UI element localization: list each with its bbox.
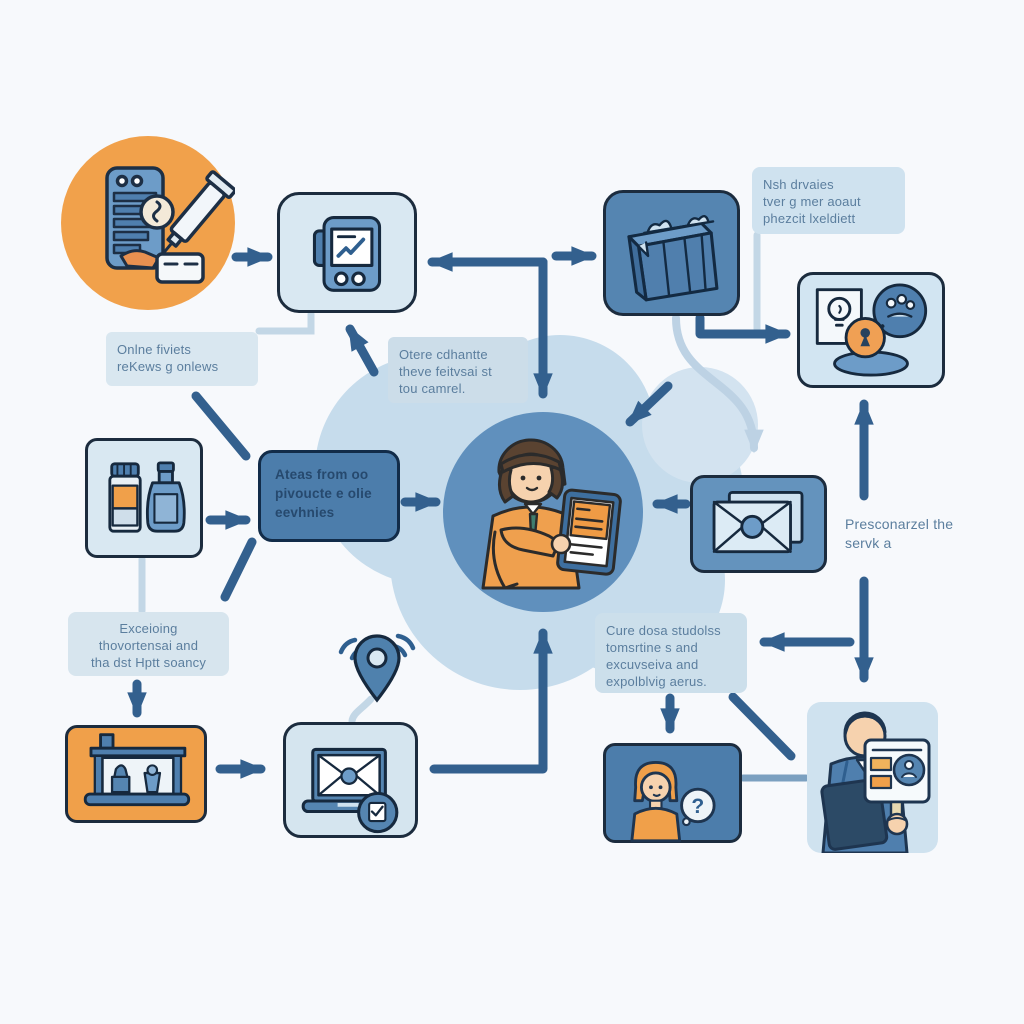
note-line: phezcit lxeldiett xyxy=(763,211,856,227)
note-line: Otere cdhantte xyxy=(399,347,488,362)
note-line: theve feitvsai st xyxy=(399,364,492,380)
payment-terminal-check-icon xyxy=(312,216,382,292)
woman-reading-tablet-icon xyxy=(481,438,622,590)
node-package xyxy=(603,190,740,316)
node-terminal xyxy=(277,192,417,313)
note-line: expolblvig aerus. xyxy=(606,674,707,690)
note-line: Exceioing xyxy=(119,621,178,636)
flow-arrows xyxy=(127,246,874,782)
node-alerts-line: eevhnies xyxy=(275,504,335,520)
envelopes-icon xyxy=(712,491,804,554)
note-personalize: Presconarzel the servk a xyxy=(845,515,1015,553)
note-exceptions: Exceioing thovortensai and tha dst Hptt … xyxy=(68,612,229,676)
note-line: reKews g onlews xyxy=(117,359,219,375)
note-online-reviews: Onlne fiviets reKews g onlews xyxy=(106,332,258,386)
question-mark: ? xyxy=(691,795,704,818)
node-alerts-line: pivoucte e olie xyxy=(275,485,372,501)
man-id-card-icon xyxy=(820,711,931,855)
node-mail xyxy=(690,475,827,573)
node-id-person xyxy=(807,702,938,855)
pharmacy-kiosk-syringe-icon xyxy=(105,166,237,284)
node-alerts-line: Ateas from oo xyxy=(275,467,369,482)
note-case-studies: Cure dosa studolss tomsrtine s and excuv… xyxy=(595,613,747,693)
dispensing-machine-icon xyxy=(83,733,191,807)
note-line: tou camrel. xyxy=(399,381,466,397)
node-alerts: Ateas from oo pivoucte e olie eevhnies xyxy=(258,450,400,542)
node-laptop-mail xyxy=(283,722,418,838)
node-medicines xyxy=(85,438,203,558)
note-line: tver g mer aoaut xyxy=(763,194,861,210)
node-insight xyxy=(797,272,945,388)
note-line: excuvseiva and xyxy=(606,657,699,673)
note-care-chat: Otere cdhantte theve feitvsai st tou cam… xyxy=(388,337,528,403)
pale-curved-arrow xyxy=(672,314,764,454)
node-pharmacy-badge xyxy=(61,136,237,310)
node-factory xyxy=(65,725,207,823)
shopping-bag-icon xyxy=(627,214,719,302)
location-pin-signal-icon xyxy=(338,633,416,703)
woman-question-icon: ? xyxy=(630,760,716,843)
note-deliveries: Nsh drvaies tver g mer aoaut phezcit lxe… xyxy=(752,167,905,234)
lightbulb-lock-magnifier-icon xyxy=(815,283,928,377)
pale-connectors xyxy=(138,231,764,725)
note-line: Presconarzel the xyxy=(845,516,954,532)
note-line: Cure dosa studolss xyxy=(606,623,721,638)
note-line: Onlne fiviets xyxy=(117,342,192,357)
medicine-bottles-icon xyxy=(108,461,186,533)
laptop-email-icon xyxy=(301,747,399,834)
note-line: Nsh drvaies xyxy=(763,177,834,192)
note-line: servk a xyxy=(845,534,892,551)
note-line: tha dst Hptt soancy xyxy=(90,655,207,671)
note-line: tomsrtine s and xyxy=(606,640,698,656)
note-line: thovortensai and xyxy=(98,638,199,654)
node-question-person: ? xyxy=(603,743,742,843)
node-patient xyxy=(443,412,643,612)
